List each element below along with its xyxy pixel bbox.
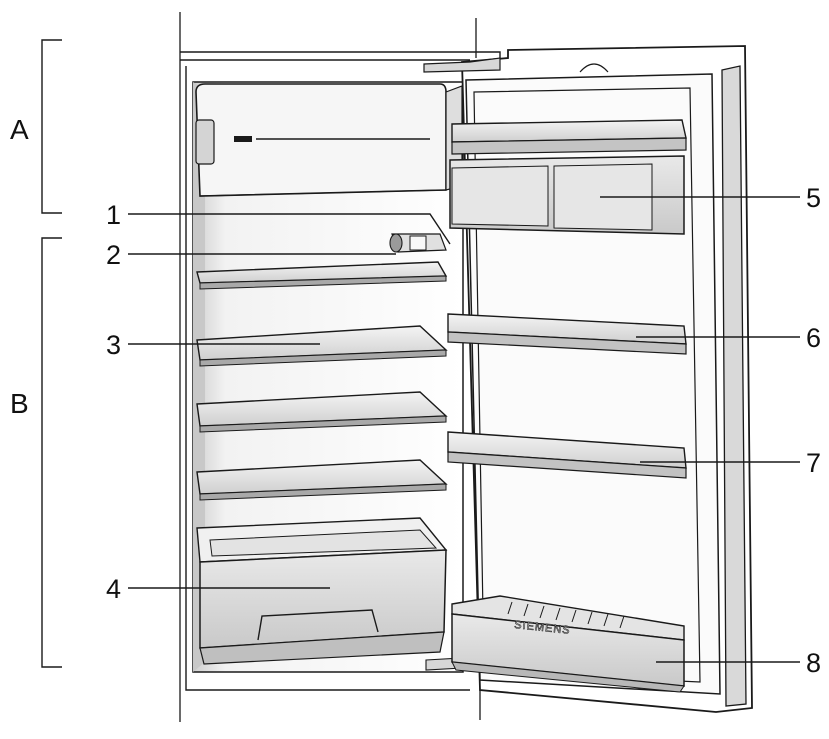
callout-3: 3 bbox=[106, 330, 122, 360]
shelf-2 bbox=[196, 325, 448, 367]
shelf-1 bbox=[196, 261, 448, 290]
bottle-shelf-ribs bbox=[507, 601, 625, 629]
bracket-b bbox=[41, 237, 62, 668]
door-box-lid bbox=[449, 155, 685, 235]
callout-5: 5 bbox=[806, 183, 822, 213]
bottle-shelf: SIEMENS bbox=[451, 595, 685, 693]
section-label-b: B bbox=[10, 388, 29, 419]
section-label-a: A bbox=[10, 114, 29, 145]
glass-shelves bbox=[196, 261, 448, 501]
callout-8: 8 bbox=[806, 648, 822, 678]
door-shelf-lower bbox=[447, 431, 687, 479]
interior-left-shadow bbox=[193, 82, 205, 672]
callout-6: 6 bbox=[806, 323, 822, 353]
shelf-3 bbox=[196, 391, 448, 433]
freezer-compartment bbox=[195, 83, 463, 197]
bracket-a bbox=[41, 39, 62, 214]
interior-light bbox=[389, 233, 447, 253]
leader-1 bbox=[128, 213, 451, 245]
callout-7: 7 bbox=[806, 448, 822, 478]
callout-4: 4 bbox=[106, 574, 122, 604]
callout-1: 1 bbox=[106, 200, 122, 230]
leader-lines bbox=[128, 196, 800, 663]
callout-2: 2 bbox=[106, 240, 122, 270]
fridge-body bbox=[180, 51, 501, 691]
vegetable-container bbox=[196, 517, 448, 665]
door-shelf-top bbox=[451, 119, 687, 155]
door-shelf-middle bbox=[447, 313, 687, 355]
shelf-4 bbox=[196, 459, 448, 501]
